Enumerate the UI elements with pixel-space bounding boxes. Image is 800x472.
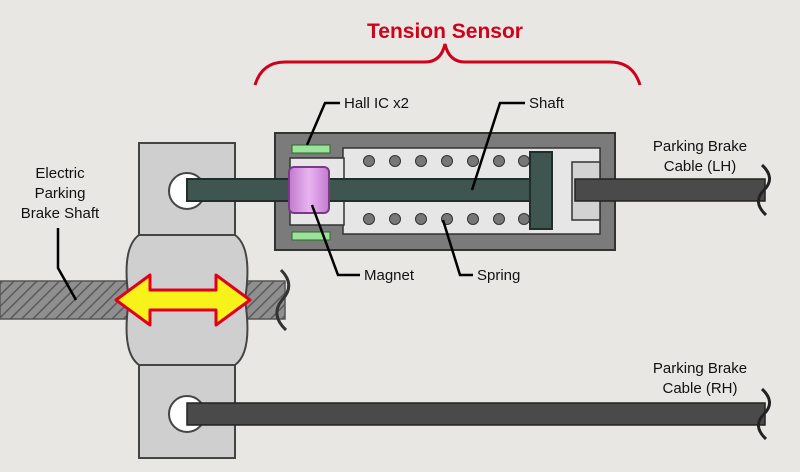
leader-hall-ic: [305, 101, 340, 146]
leader-lines: [56, 101, 525, 301]
label-hall-ic: Hall IC x2: [344, 95, 409, 112]
leader-magnet: [310, 204, 360, 277]
label-cable-lh-line2: Cable (LH): [664, 158, 737, 175]
hall-ic-top: [291, 144, 331, 154]
leader-epb-shaft: [56, 228, 78, 301]
label-cable-rh-line1: Parking Brake: [653, 360, 747, 377]
label-epb-shaft-line1: Electric: [35, 165, 85, 182]
label-shaft: Shaft: [529, 95, 565, 112]
leader-shaft: [470, 101, 525, 191]
movement-double-arrow: [114, 273, 252, 327]
tension-sensor-brace: [253, 43, 642, 86]
label-cable-lh-line1: Parking Brake: [653, 138, 747, 155]
label-magnet: Magnet: [364, 267, 415, 284]
label-epb-shaft-line2: Parking: [35, 185, 86, 202]
label-spring: Spring: [477, 267, 520, 284]
label-cable-rh-line2: Cable (RH): [662, 380, 737, 397]
magnet: [288, 166, 330, 214]
leader-spring: [441, 219, 473, 277]
shaft-piston-head: [529, 151, 553, 230]
shaft-break-mark: [275, 268, 291, 332]
cable-lh-break-mark: [757, 163, 771, 217]
label-epb-shaft-line3: Brake Shaft: [21, 205, 100, 222]
title: Tension Sensor: [367, 20, 523, 43]
spring-coils: [363, 155, 530, 225]
hall-ic-bottom: [291, 231, 331, 241]
sensor-shaft: [186, 178, 534, 202]
parking-brake-cable-rh: [186, 402, 766, 426]
parking-brake-cable-lh: [574, 178, 766, 202]
cable-rh-break-mark: [757, 387, 771, 441]
